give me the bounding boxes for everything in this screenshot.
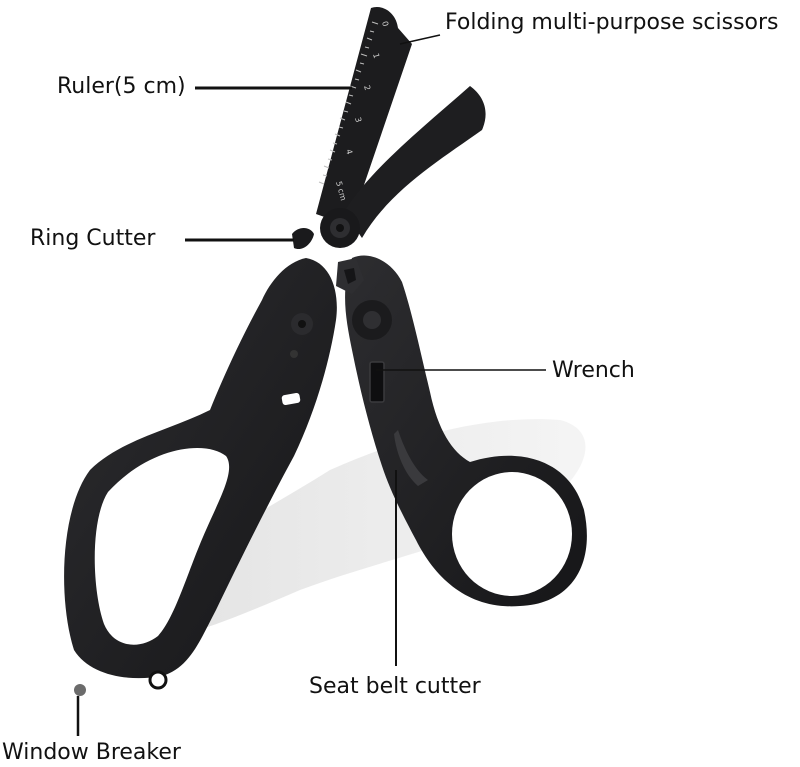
ring-cutter-hook [292, 228, 314, 250]
ruler-ticks [318, 21, 379, 185]
handle-screw [290, 350, 298, 358]
left-handle-loop [94, 447, 230, 645]
handle-slot [281, 392, 301, 406]
callout-ruler: Ruler(5 cm) [57, 74, 186, 99]
ruler-number-4: 4 [344, 148, 354, 155]
ruler-blade [316, 6, 412, 226]
leader-folding [399, 34, 441, 45]
pivot-assembly [320, 208, 360, 248]
callout-folding-scissors: Folding multi-purpose scissors [445, 10, 779, 35]
lanyard-hole [148, 670, 168, 690]
ruler-number-1: 1 [371, 52, 381, 59]
callout-ring-cutter: Ring Cutter [30, 226, 156, 251]
window-breaker-tip [74, 684, 86, 696]
ruler-number-3: 3 [353, 116, 363, 123]
ruler-number-2: 2 [362, 84, 372, 91]
release-button-center [344, 268, 356, 284]
wrench-slot [369, 361, 385, 403]
small-knob [375, 283, 389, 297]
callout-seat-belt-cutter: Seat belt cutter [309, 674, 481, 699]
right-handle-loop [452, 472, 572, 596]
handle-bolt-1-center [298, 320, 306, 328]
seat-belt-cutter-notch [394, 430, 428, 486]
ruler-numbers: 0 1 2 3 4 5 cm [334, 20, 390, 202]
right-bolt-inner [363, 311, 381, 329]
callout-window-breaker: Window Breaker [2, 740, 181, 765]
callout-wrench: Wrench [552, 358, 635, 383]
ruler-number-0: 0 [380, 20, 390, 27]
leader-lines [76, 34, 546, 736]
upper-blade [344, 86, 486, 238]
